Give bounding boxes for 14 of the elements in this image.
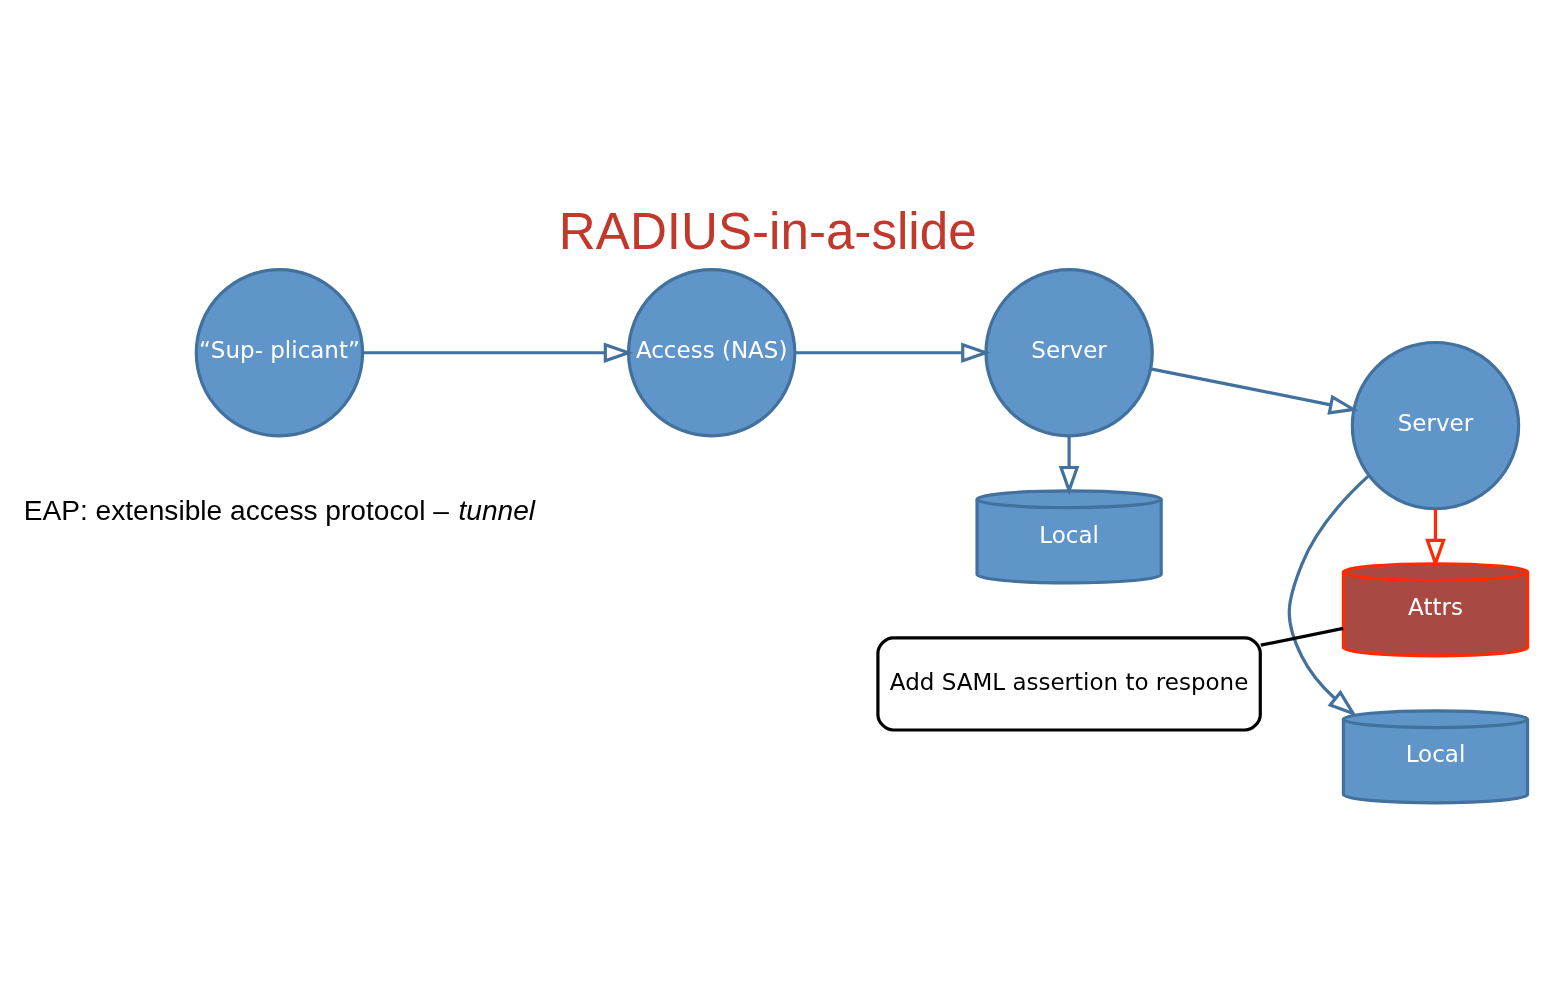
connector xyxy=(1260,626,1344,647)
arrow xyxy=(1058,435,1080,495)
arrow xyxy=(1150,366,1359,415)
node-circle: Access (NAS) xyxy=(626,267,797,437)
arrow xyxy=(1287,473,1370,716)
arrow xyxy=(363,341,634,363)
caption: EAP: extensible access protocol – tunnel xyxy=(23,494,536,526)
node-circle: Server xyxy=(984,267,1154,437)
node-circle: “Sup- plicant” xyxy=(194,267,365,437)
node-circle: Server xyxy=(1350,340,1521,510)
diagram-title: RADIUS-in-a-slide xyxy=(558,202,977,260)
arrow xyxy=(794,341,991,363)
arrow xyxy=(1425,508,1446,568)
node-box: Add SAML assertion to respone xyxy=(876,635,1262,732)
